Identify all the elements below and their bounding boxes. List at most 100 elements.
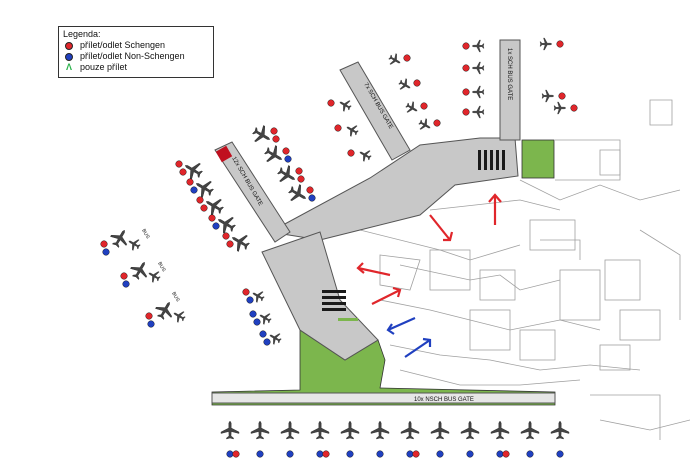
- schengen-stand-dot: [208, 214, 216, 222]
- blue-arrow-1: [387, 316, 416, 332]
- gate-label-1x: 1x SCH BUS GATE: [506, 48, 512, 100]
- nonschengen-stand-dot: [212, 222, 220, 230]
- aircraft-icon: [539, 37, 553, 51]
- schengen-stand-dot: [295, 167, 303, 175]
- aircraft-icon: [386, 51, 404, 69]
- nonschengen-stand-dot: [102, 248, 110, 256]
- schengen-stand-dot: [222, 232, 230, 240]
- schengen-stand-dot: [186, 178, 194, 186]
- nonschengen-stand-dot: [308, 194, 316, 202]
- aircraft-icon: [541, 89, 555, 103]
- schengen-stand-dot: [282, 147, 290, 155]
- aircraft-icon: [285, 181, 311, 207]
- nonschengen-stand-dot: [316, 450, 324, 458]
- aircraft-icon: [274, 162, 300, 188]
- nonschengen-stand-dot: [263, 338, 271, 346]
- aircraft-icon: [471, 39, 485, 53]
- red-arrow-3: [357, 266, 391, 277]
- aircraft-icon: [310, 420, 330, 440]
- flow-arrows: [356, 193, 502, 358]
- nonschengen-stand-dot: [526, 450, 534, 458]
- schengen-stand-dot: [570, 104, 578, 112]
- schengen-stand-dot: [306, 186, 314, 194]
- aircraft-icon: [430, 420, 450, 440]
- pier-7x: [339, 61, 411, 161]
- nonschengen-stand-dot: [466, 450, 474, 458]
- schengen-stand-dot: [462, 108, 470, 116]
- schengen-stand-dot: [120, 272, 128, 280]
- legend-item-arrival: Λ pouze přílet: [63, 62, 209, 73]
- aircraft-icon: [249, 122, 275, 148]
- aircraft-icon: [520, 420, 540, 440]
- legend-label-arrival: pouze přílet: [80, 62, 128, 72]
- aircraft-icon: [127, 257, 153, 283]
- aircraft-icon: [343, 121, 361, 139]
- nonschengen-stand-dot: [346, 450, 354, 458]
- aircraft-icon: [250, 420, 270, 440]
- schengen-stand-dot: [556, 40, 564, 48]
- aircraft-icon: [471, 105, 485, 119]
- nonschengen-stand-dot: [253, 318, 261, 326]
- south-pier: [261, 231, 379, 361]
- nonschengen-stand-dot: [406, 450, 414, 458]
- terminal-building: [211, 39, 556, 404]
- schengen-stand-dot: [272, 135, 280, 143]
- stairs: [322, 150, 505, 321]
- schengen-stand-dot: [433, 119, 441, 127]
- nonschengen-stand-dot: [249, 310, 257, 318]
- schengen-stand-dot: [100, 240, 108, 248]
- schengen-stand-dot: [270, 127, 278, 135]
- green-arrow-icon: Λ: [65, 62, 72, 72]
- aircraft-icon: [340, 420, 360, 440]
- nonschengen-stand-dot: [190, 186, 198, 194]
- schengen-stand-dot: [297, 175, 305, 183]
- bus-gate-10x-strip: [211, 392, 556, 404]
- schengen-stand-dot: [242, 288, 250, 296]
- nonschengen-stand-dot: [226, 450, 234, 458]
- aircraft-icon: [125, 235, 143, 253]
- nonschengen-stand-dot: [259, 330, 267, 338]
- legend-item-nonschengen: přílet/odlet Non-Schengen: [63, 51, 209, 62]
- aircraft-icon: [490, 420, 510, 440]
- green-apron-right: [521, 139, 555, 179]
- aircraft-icon: [416, 116, 434, 134]
- schengen-stand-dot: [403, 54, 411, 62]
- schengen-stand-dot: [179, 168, 187, 176]
- aircraft-icon: [220, 420, 240, 440]
- blue-dot-icon: [65, 52, 73, 61]
- schengen-stand-dot: [420, 102, 428, 110]
- nonschengen-stand-dot: [556, 450, 564, 458]
- legend-label-nonschengen: přílet/odlet Non-Schengen: [80, 51, 185, 61]
- pier-1x: [499, 39, 521, 141]
- aircraft-icon: [356, 146, 374, 164]
- nonschengen-stand-dot: [122, 280, 130, 288]
- gate-label-10x: 10x NSCH BUS GATE: [414, 397, 474, 403]
- schengen-stand-dot: [412, 450, 420, 458]
- schengen-stand-dot: [327, 99, 335, 107]
- red-arrow-1: [429, 214, 451, 241]
- legend: Legenda: přílet/odlet Schengen přílet/od…: [58, 26, 214, 78]
- schengen-stand-dot: [462, 64, 470, 72]
- stand-markers: [100, 40, 578, 458]
- schengen-stand-dot: [200, 204, 208, 212]
- aircraft-icon: [261, 142, 287, 168]
- aircraft-icon: [152, 297, 178, 323]
- nonschengen-stand-dot: [256, 450, 264, 458]
- bus-label-2: BUS: [156, 261, 167, 273]
- aircraft-icon: [550, 420, 570, 440]
- main-terminal-body: [268, 137, 519, 241]
- aircraft-icon: [553, 101, 567, 115]
- road-network: [359, 99, 690, 440]
- aircraft-icon: [145, 267, 163, 285]
- schengen-stand-dot: [175, 160, 183, 168]
- schengen-stand-dot: [196, 196, 204, 204]
- aircraft-icon: [280, 420, 300, 440]
- nonschengen-stand-dot: [436, 450, 444, 458]
- aircraft-icon: [396, 76, 414, 94]
- aircraft-icon: [460, 420, 480, 440]
- schengen-stand-dot: [322, 450, 330, 458]
- aircraft-icon: [400, 420, 420, 440]
- aircraft-icon: [471, 85, 485, 99]
- schengen-stand-dot: [232, 450, 240, 458]
